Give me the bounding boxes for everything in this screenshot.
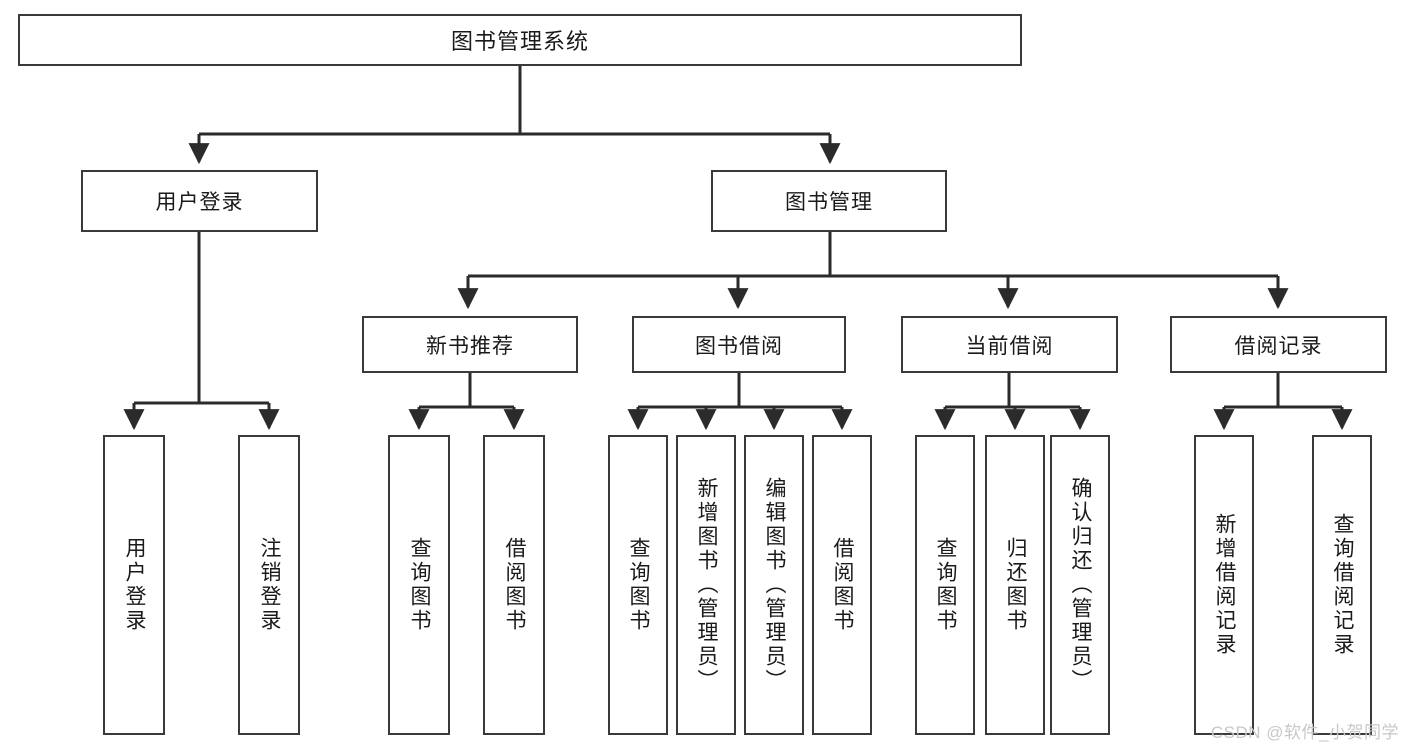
node-leaf-logout[interactable]: 注销登录: [238, 435, 300, 735]
node-leaf-edit-book-label: 编辑图书（管理员）: [763, 477, 787, 693]
node-leaf-user-login-label: 用户登录: [123, 537, 147, 633]
node-new-book-rec[interactable]: 新书推荐: [362, 316, 578, 373]
node-current-borrow[interactable]: 当前借阅: [901, 316, 1118, 373]
node-leaf-user-login[interactable]: 用户登录: [103, 435, 165, 735]
node-leaf-confirm-return-label: 确认归还（管理员）: [1069, 477, 1093, 693]
node-leaf-query-book-2[interactable]: 查询图书: [608, 435, 668, 735]
node-leaf-add-book[interactable]: 新增图书（管理员）: [676, 435, 736, 735]
node-new-book-rec-label: 新书推荐: [426, 334, 514, 358]
node-leaf-logout-label: 注销登录: [258, 537, 282, 633]
watermark: CSDN @软件_小贺同学: [1210, 723, 1399, 742]
node-leaf-query-record[interactable]: 查询借阅记录: [1312, 435, 1372, 735]
node-borrow-record-label: 借阅记录: [1234, 334, 1323, 358]
node-leaf-query-book-1-label: 查询图书: [408, 537, 432, 633]
node-leaf-borrow-book-1-label: 借阅图书: [503, 537, 527, 633]
node-leaf-add-record-label: 新增借阅记录: [1213, 513, 1237, 657]
node-user-login-label: 用户登录: [155, 191, 244, 214]
node-current-borrow-label: 当前借阅: [965, 334, 1054, 358]
node-root-label: 图书管理系统: [450, 29, 589, 54]
node-leaf-add-book-label: 新增图书（管理员）: [695, 477, 719, 693]
node-leaf-confirm-return[interactable]: 确认归还（管理员）: [1050, 435, 1110, 735]
node-leaf-query-book-2-label: 查询图书: [627, 537, 651, 633]
node-borrow-record[interactable]: 借阅记录: [1170, 316, 1387, 373]
node-leaf-query-book-3-label: 查询图书: [934, 537, 958, 633]
node-leaf-return-book-label: 归还图书: [1004, 537, 1028, 633]
node-leaf-query-book-1[interactable]: 查询图书: [388, 435, 450, 735]
node-book-manage-label: 图书管理: [785, 191, 873, 214]
node-book-borrow[interactable]: 图书借阅: [632, 316, 846, 373]
node-leaf-borrow-book-2-label: 借阅图书: [831, 537, 855, 633]
node-leaf-return-book[interactable]: 归还图书: [985, 435, 1045, 735]
node-leaf-query-record-label: 查询借阅记录: [1331, 513, 1355, 657]
node-user-login[interactable]: 用户登录: [81, 170, 318, 232]
node-book-manage[interactable]: 图书管理: [711, 170, 947, 232]
node-leaf-add-record[interactable]: 新增借阅记录: [1194, 435, 1254, 735]
node-book-borrow-label: 图书借阅: [695, 334, 783, 358]
node-root[interactable]: 图书管理系统: [18, 14, 1022, 66]
node-leaf-query-book-3[interactable]: 查询图书: [915, 435, 975, 735]
node-leaf-borrow-book-2[interactable]: 借阅图书: [812, 435, 872, 735]
node-leaf-borrow-book-1[interactable]: 借阅图书: [483, 435, 545, 735]
node-leaf-edit-book[interactable]: 编辑图书（管理员）: [744, 435, 804, 735]
